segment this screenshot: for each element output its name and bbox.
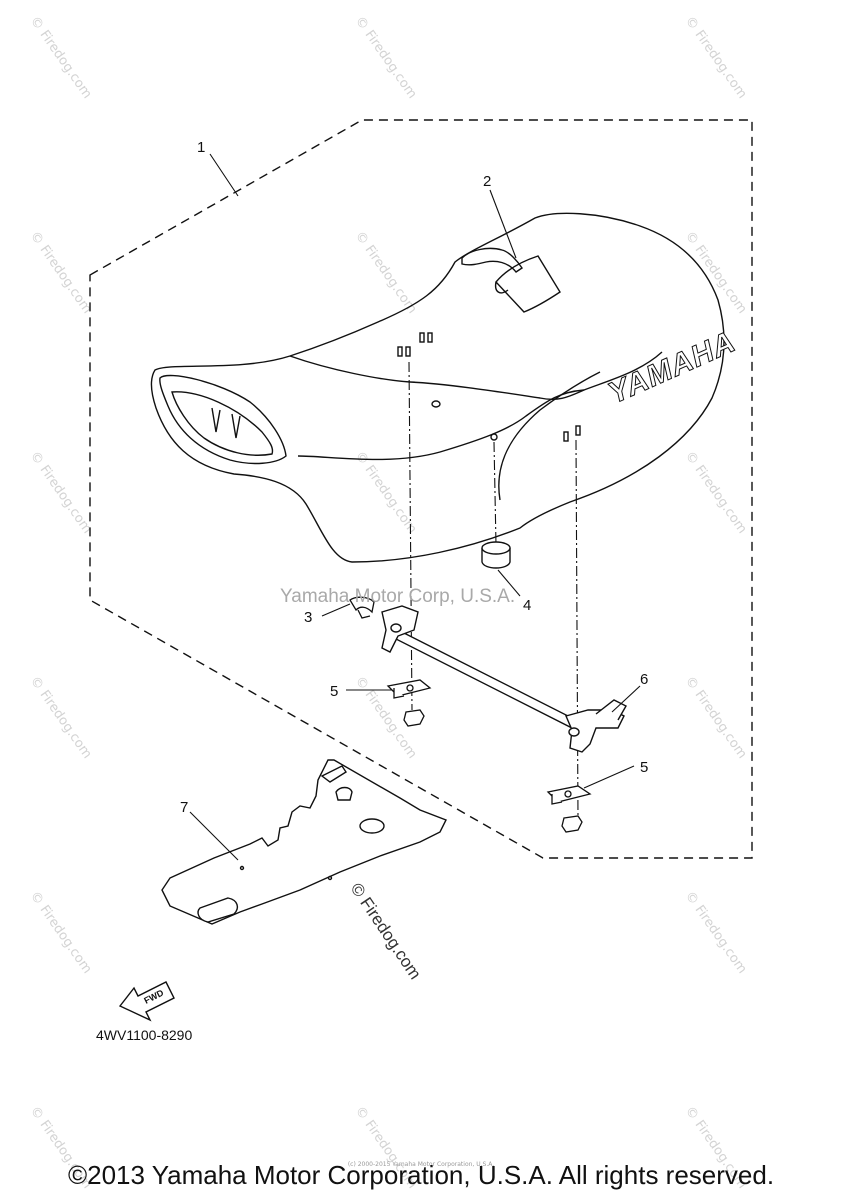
- callout-5-rear: 5: [640, 759, 648, 776]
- callout-6: 6: [640, 671, 648, 688]
- seat-strap-band: [495, 255, 561, 313]
- seat-rear-cutout-inner: [171, 391, 274, 456]
- seat-rear-slot: [211, 407, 241, 439]
- watermark-tile: © Firedog.com: [27, 14, 95, 102]
- center-watermark: Yamaha Motor Corp, U.S.A.: [280, 586, 515, 607]
- seat-bracket-assembly: [381, 605, 627, 753]
- watermark-tile: © Firedog.com: [27, 449, 95, 537]
- assembly-boundary: [89, 119, 753, 859]
- leader-line-1: [209, 153, 239, 197]
- yamaha-seat-logo: YAMAHA: [603, 325, 740, 410]
- seat-mount-hole: [427, 332, 433, 343]
- watermark-tile: © Firedog.com: [27, 229, 95, 317]
- watermark-tile: © Firedog.com: [27, 674, 95, 762]
- copyright-notice: ©2013 Yamaha Motor Corporation, U.S.A. A…: [67, 1160, 775, 1190]
- callout-2: 2: [483, 173, 491, 190]
- tray-notch: [320, 765, 347, 783]
- seat-mount-hole: [575, 425, 581, 436]
- watermark-tile: © Firedog.com: [682, 14, 750, 102]
- tray-outline: [161, 759, 447, 925]
- storage-tray: [161, 759, 447, 925]
- seat-mount-hole: [405, 346, 411, 357]
- leader-line-2: [489, 189, 517, 259]
- watermark-tile: © Firedog.com: [352, 14, 420, 102]
- tray-hole: [359, 818, 385, 834]
- seat-seam-side: [498, 371, 601, 501]
- leader-lines: [189, 153, 641, 861]
- nut-rear: [561, 815, 583, 833]
- seat-mount-hole: [563, 431, 569, 442]
- tray-rivet: [327, 875, 333, 881]
- seat-mount-hole: [397, 346, 403, 357]
- diagram-part-number: 4WV1100-8290: [96, 1027, 192, 1043]
- callout-4: 4: [523, 597, 531, 614]
- grommet: [481, 541, 511, 569]
- callout-3: 3: [304, 609, 312, 626]
- mount-plate-rear-tab: [551, 794, 563, 805]
- clip-body: [349, 596, 375, 614]
- watermark-tile: © Firedog.com: [682, 449, 750, 537]
- seat-seam-upper: [289, 355, 585, 400]
- seat-mount-hole: [490, 433, 498, 441]
- watermark-tile: © Firedog.com: [682, 889, 750, 977]
- leader-line-5b: [583, 765, 635, 789]
- alignment-line: [575, 439, 579, 819]
- rear-bracket-tab: [595, 699, 627, 721]
- seat-strap-hook: [494, 281, 509, 294]
- clip: [349, 596, 375, 619]
- seat-outline: [150, 212, 725, 563]
- callout-5-front: 5: [330, 683, 338, 700]
- callout-1: 1: [197, 139, 205, 156]
- clip-tab: [357, 609, 371, 619]
- nut-front: [403, 709, 425, 727]
- alignment-lines: [408, 361, 579, 819]
- tiny-notice: (c) 2000-2015 Yamaha Motor Corporation, …: [347, 1161, 495, 1168]
- grommet-top: [481, 541, 511, 555]
- seat-mount-hole: [431, 400, 441, 408]
- mount-plate-front-hole: [406, 684, 414, 692]
- firedog-watermark: © Firedog.com: [347, 880, 425, 983]
- seat-strap: [461, 247, 523, 273]
- rear-bracket-hole: [568, 727, 580, 737]
- alignment-line: [493, 441, 497, 546]
- leader-line-4: [497, 569, 521, 597]
- tray-slot: [197, 897, 239, 923]
- forward-arrow-shape: [118, 981, 175, 1022]
- leader-line-6: [611, 685, 641, 713]
- mount-plates: [386, 679, 592, 833]
- watermark-tile: © Firedog.com: [352, 449, 420, 537]
- watermark-tile: © Firedog.com: [27, 889, 95, 977]
- tray-rivet: [239, 865, 245, 871]
- mount-plate-front-tab: [393, 688, 405, 699]
- watermark-tile: © Firedog.com: [352, 229, 420, 317]
- forward-arrow: FWD: [118, 981, 175, 1022]
- mount-plate-rear-hole: [564, 790, 572, 798]
- leader-line-3: [321, 603, 351, 617]
- leader-line-7: [189, 811, 239, 861]
- watermark-tile: © Firedog.com: [682, 229, 750, 317]
- seat-rear-cutout: [159, 374, 287, 465]
- tray-notch: [335, 786, 353, 801]
- seat-assembly: [150, 212, 725, 563]
- front-bracket-hole: [390, 623, 402, 633]
- watermark-tile: © Firedog.com: [682, 674, 750, 762]
- seat-mount-hole: [419, 332, 425, 343]
- seat-seam-lower: [297, 351, 663, 461]
- callout-7: 7: [180, 799, 188, 816]
- alignment-line: [408, 361, 413, 711]
